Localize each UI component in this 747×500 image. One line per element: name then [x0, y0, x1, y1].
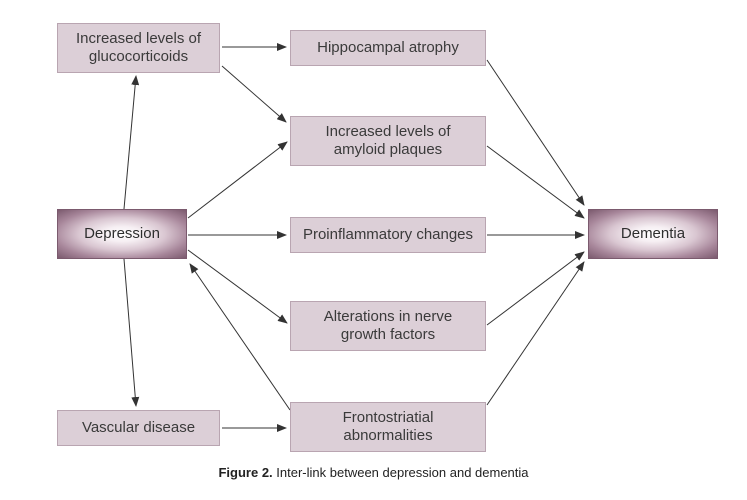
node-depression-label: Depression [84, 225, 160, 242]
node-glucocorticoids: Increased levels of glucocorticoids [57, 23, 220, 73]
node-dementia: Dementia [588, 209, 718, 259]
arrow-nerve-to-dementia [486, 251, 585, 326]
figure-caption: Figure 2. Inter-link between depression … [0, 465, 747, 480]
node-hippocampal-atrophy-label: Hippocampal atrophy [317, 39, 459, 56]
node-nerve-growth-label: Alterations in nerve growth factors [323, 308, 453, 343]
node-hippocampal-atrophy: Hippocampal atrophy [290, 30, 486, 66]
arrow-depression-to-nerve [187, 249, 288, 324]
node-vascular-disease-label: Vascular disease [81, 419, 196, 436]
node-depression: Depression [57, 209, 187, 259]
node-vascular-disease: Vascular disease [57, 410, 220, 446]
figure-caption-text: Inter-link between depression and dement… [276, 465, 529, 480]
arrow-glucocorticoids-to-amyloid [221, 65, 287, 123]
figure-caption-label: Figure 2. [218, 465, 273, 480]
node-dementia-label: Dementia [620, 225, 686, 242]
node-proinflammatory: Proinflammatory changes [290, 217, 486, 253]
node-proinflammatory-label: Proinflammatory changes [302, 226, 474, 243]
arrow-depression-to-amyloid [187, 141, 288, 219]
arrow-amyloid-to-dementia [486, 145, 585, 219]
node-frontostriatial: Frontostriatial abnormalities [290, 402, 486, 452]
arrow-depression-to-vascular [123, 258, 140, 407]
node-frontostriatial-label: Frontostriatial abnormalities [342, 409, 434, 444]
node-amyloid-plaques: Increased levels of amyloid plaques [290, 116, 486, 166]
arrow-depression-to-glucocorticoids [123, 75, 140, 210]
node-glucocorticoids-label: Increased levels of glucocorticoids [75, 30, 202, 65]
arrow-hippocampal-to-dementia [486, 59, 585, 206]
arrow-frontostriatial-to-dementia [486, 261, 585, 406]
node-nerve-growth: Alterations in nerve growth factors [290, 301, 486, 351]
node-amyloid-plaques-label: Increased levels of amyloid plaques [325, 123, 451, 158]
arrow-frontostriatial-to-depression [189, 263, 291, 411]
